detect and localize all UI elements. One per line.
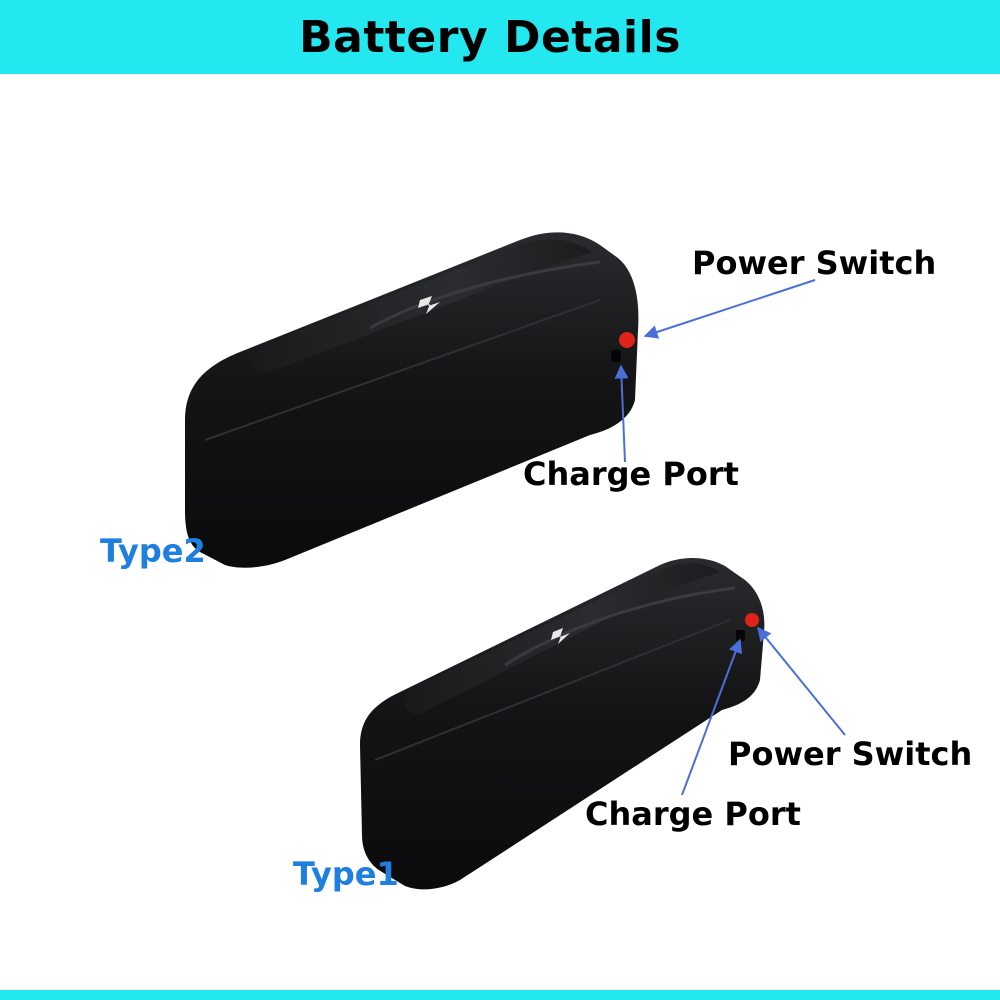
type1-power-switch-label: Power Switch [728, 735, 973, 773]
arrow-type2-power-switch [643, 279, 816, 339]
battery-type1-image [360, 558, 765, 890]
type1-label: Type1 [293, 855, 399, 893]
battery-type2-side-line [204, 299, 601, 441]
type2-charge-port-label: Charge Port [523, 455, 739, 493]
battery-type2-image [185, 232, 639, 568]
battery-type1-power-switch [745, 613, 759, 627]
arrow-type1-power-switch [757, 626, 846, 736]
type2-power-switch-label: Power Switch [692, 244, 937, 282]
page-title: Battery Details [299, 11, 681, 63]
arrow-type2-charge-port [614, 364, 629, 463]
battery-type2-charge-port [611, 350, 621, 362]
arrow-type1-charge-port [681, 638, 743, 796]
battery-type2-ridge [369, 260, 601, 330]
battery-type2-logo [418, 296, 440, 314]
battery-type1-charge-port [736, 630, 745, 641]
battery-type1-logo [551, 628, 570, 644]
battery-type1-ridge [504, 586, 736, 667]
type2-label: Type2 [100, 532, 206, 570]
battery-type2-body [185, 232, 639, 568]
footer-band [0, 990, 1000, 1000]
battery-type1-side-line [374, 619, 731, 761]
battery-type2-power-switch [619, 332, 635, 348]
type1-charge-port-label: Charge Port [585, 795, 801, 833]
battery-type1-body [360, 558, 765, 890]
header-band: Battery Details [0, 0, 1000, 74]
